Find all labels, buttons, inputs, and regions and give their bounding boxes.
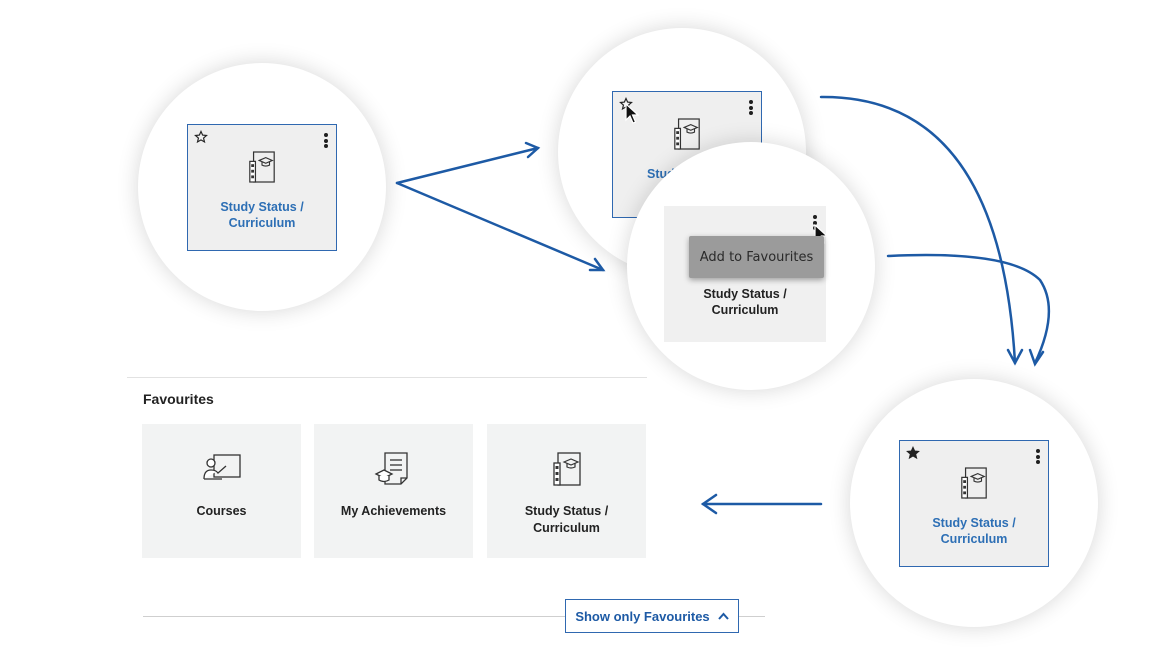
tile-label-line1: Study Status / [703, 287, 787, 301]
section-divider [127, 377, 647, 378]
fav-card-label: Courses [196, 504, 247, 518]
chevron-up-icon [717, 612, 729, 620]
bottom-divider [143, 616, 765, 617]
favourites-title: Favourites [143, 391, 214, 407]
tile-label-line2: Curriculum [940, 532, 1008, 546]
fav-card-label-line1: Study Status / [524, 504, 609, 518]
arrowhead [524, 141, 541, 159]
tile-label: Study Status / Curriculum [220, 200, 304, 230]
fav-card-my-achievements[interactable]: My Achievements [314, 424, 473, 558]
kebab-menu-icon[interactable] [749, 100, 753, 117]
show-only-favourites-button[interactable]: Show only Favourites [565, 599, 739, 633]
fav-card-label: My Achievements [340, 504, 447, 518]
menu-item-label: Add to Favourites [699, 249, 814, 265]
tile-study-status[interactable]: Study Status / Curriculum [187, 124, 337, 251]
tile-label-line2: Curriculum [711, 303, 779, 317]
kebab-menu-icon[interactable] [324, 133, 328, 150]
add-to-favourites-menu-item[interactable]: Add to Favourites [689, 236, 824, 278]
show-only-favourites-label: Show only Favourites [575, 608, 710, 624]
fav-card-courses[interactable]: Courses [142, 424, 301, 558]
arrow-line [395, 181, 605, 272]
fav-card-label-line2: Curriculum [533, 521, 600, 535]
tile-label-line1: Study Status / [932, 516, 1016, 530]
fav-card-study-status[interactable]: Study Status / Curriculum [487, 424, 646, 558]
arrowhead [1028, 348, 1045, 367]
arrow-line [395, 146, 540, 185]
tile-study-status-favourited[interactable]: Study Status / Curriculum [899, 440, 1049, 567]
arrow-curve [886, 253, 1051, 365]
arrowhead [700, 493, 718, 515]
kebab-menu-icon[interactable] [1036, 449, 1040, 466]
arrow-curve [819, 95, 1017, 365]
arrowhead [588, 257, 606, 272]
arrowhead [1006, 348, 1024, 366]
